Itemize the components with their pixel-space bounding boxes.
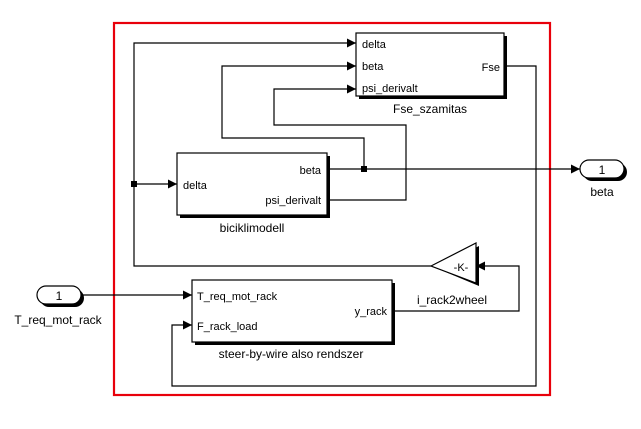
fse-szamitas-block[interactable]: delta beta psi_derivalt Fse — [355, 32, 507, 99]
outport-name: beta — [590, 185, 614, 199]
branch-point-beta — [361, 166, 367, 172]
subsystem-boundary — [112, 21, 552, 397]
steer-by-wire-name: steer-by-wire also rendszer — [219, 347, 364, 361]
sbw-input-treq-label: T_req_mot_rack — [197, 291, 278, 303]
fse-input-delta-label: delta — [362, 39, 387, 51]
steer-by-wire-block[interactable]: T_req_mot_rack F_rack_load y_rack — [191, 279, 395, 345]
fse-szamitas-name: Fse_szamitas — [393, 102, 467, 116]
inport-name: T_req_mot_rack — [14, 313, 102, 327]
signal-delta-to-fse[interactable] — [133, 38, 431, 267]
signal-psi-to-fse[interactable] — [273, 84, 407, 201]
bici-output-beta-label: beta — [300, 165, 322, 177]
outport-number: 1 — [599, 163, 606, 177]
branch-point-delta — [131, 181, 137, 187]
gain-name: i_rack2wheel — [417, 293, 487, 307]
fse-output-label: Fse — [482, 62, 500, 74]
inport-t-req-mot-rack[interactable]: 1 — [36, 285, 84, 307]
gain-block[interactable]: -K- — [429, 242, 479, 286]
bici-input-delta-label: delta — [183, 180, 208, 192]
gain-value: -K- — [454, 262, 469, 274]
outport-beta[interactable]: 1 — [579, 159, 627, 181]
bici-output-psi-label: psi_derivalt — [265, 195, 321, 207]
biciklimodell-name: biciklimodell — [220, 221, 285, 235]
biciklimodell-block[interactable]: delta beta psi_derivalt — [176, 152, 330, 218]
signal-yrack-to-gain[interactable] — [392, 261, 520, 312]
fse-input-psi-label: psi_derivalt — [362, 83, 418, 95]
inport-number: 1 — [56, 289, 63, 303]
signal-beta-to-fse[interactable] — [221, 61, 365, 169]
sbw-output-yrack-label: y_rack — [355, 306, 388, 318]
sbw-input-frack-label: F_rack_load — [197, 321, 258, 333]
fse-input-beta-label: beta — [362, 61, 384, 73]
signal-fse-to-frack[interactable] — [171, 65, 537, 387]
